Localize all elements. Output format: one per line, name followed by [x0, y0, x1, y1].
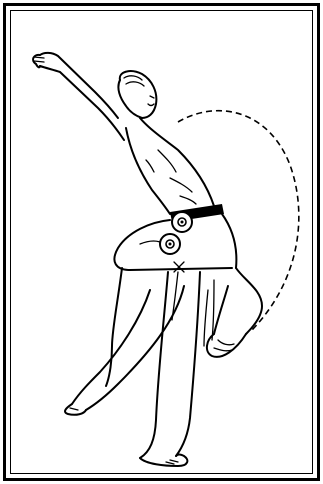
thigh-lines — [172, 272, 214, 346]
raised-arm — [33, 53, 124, 140]
head — [118, 71, 156, 118]
rotation-marker-upper-icon — [172, 212, 192, 232]
torso — [126, 118, 214, 214]
joint-cross-mark — [174, 262, 184, 272]
standing-leg — [140, 272, 200, 466]
rotation-marker-lower-icon — [160, 234, 180, 254]
hanging-arm-and-head-shadow — [207, 268, 262, 357]
motion-arc-dashed — [178, 111, 299, 330]
